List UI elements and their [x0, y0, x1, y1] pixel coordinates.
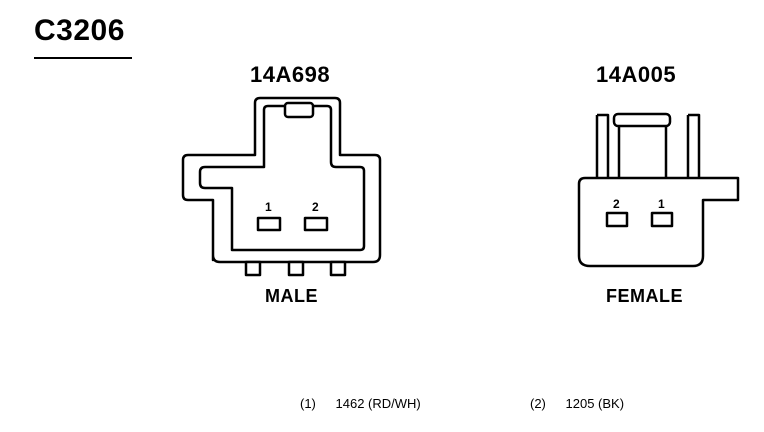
female-right-post	[686, 113, 701, 178]
male-label: MALE	[265, 286, 318, 306]
female-center-lock-legs	[617, 126, 668, 178]
female-part-number: 14A005	[596, 62, 677, 87]
female-connector	[577, 112, 740, 268]
female-center-lock	[612, 112, 672, 128]
male-bottom-tab-left	[244, 260, 262, 277]
female-pin-1	[650, 211, 674, 228]
male-pin-label-2: 2	[312, 200, 319, 214]
male-pin-label-1: 1	[265, 200, 272, 214]
female-pin-label-2: 2	[613, 197, 620, 211]
legend-item-2: (2) 1205 (BK)	[530, 396, 624, 411]
legend-item-2-number: (2)	[530, 396, 546, 411]
legend-item-1-number: (1)	[300, 396, 316, 411]
female-pin-label-1: 1	[658, 197, 665, 211]
male-pin-1	[256, 216, 282, 232]
female-pin-2	[605, 211, 629, 228]
male-bottom-tab-center	[287, 260, 305, 277]
legend-item-1: (1) 1462 (RD/WH)	[300, 396, 421, 411]
female-label: FEMALE	[606, 286, 683, 306]
female-body	[577, 176, 740, 268]
female-left-post	[595, 113, 610, 178]
male-part-number: 14A698	[250, 62, 331, 87]
male-connector	[181, 96, 382, 277]
title-underline	[34, 57, 132, 59]
male-pin-2	[303, 216, 329, 232]
male-outer-shell	[181, 96, 382, 264]
male-inner-outline	[198, 104, 366, 252]
male-bottom-tab-right	[329, 260, 347, 277]
legend-item-1-desc: 1462 (RD/WH)	[335, 396, 421, 411]
male-latch	[283, 101, 315, 119]
connector-id: C3206	[34, 14, 125, 47]
legend-item-2-desc: 1205 (BK)	[565, 396, 625, 411]
